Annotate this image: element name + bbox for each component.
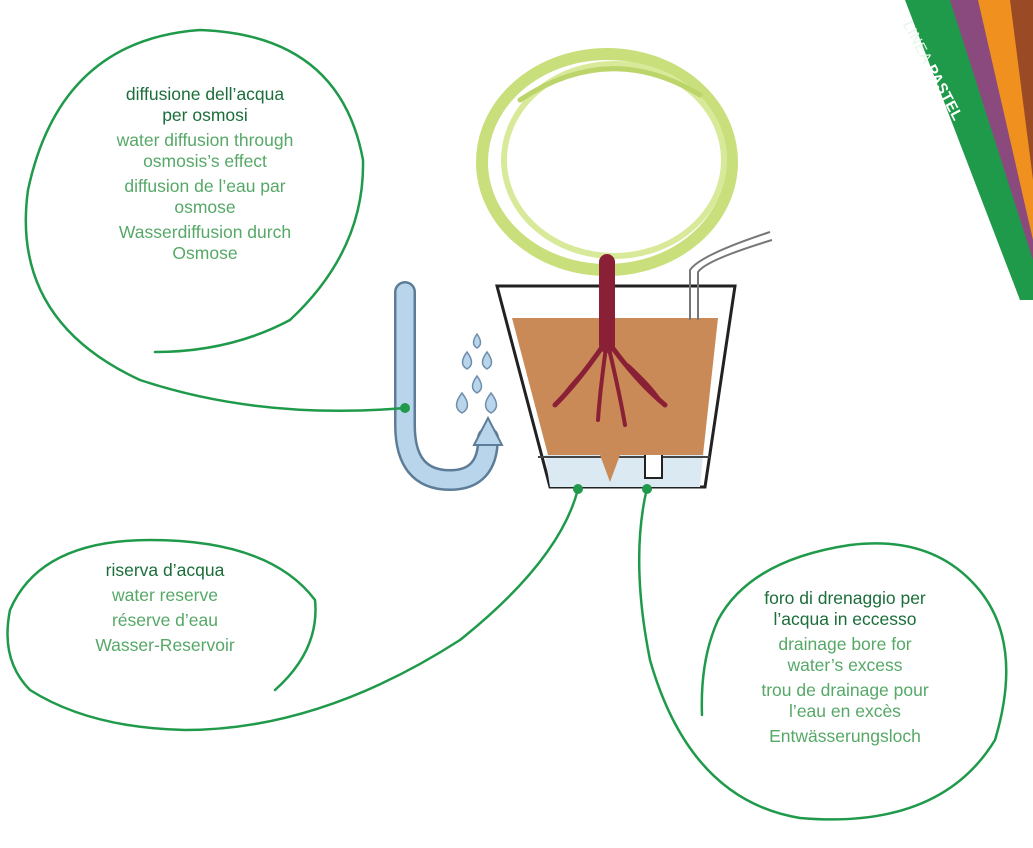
osmosis-en-line-1: water diffusion through <box>70 130 340 151</box>
reserve-en-line-1: water reserve <box>40 585 290 606</box>
osmosis-en-line-2: osmosis’s effect <box>70 151 340 172</box>
osmosis-fr-line-1: diffusion de l’eau par <box>70 176 340 197</box>
drainage-en-line-1: drainage bore for <box>700 634 990 655</box>
reserve-it-line-1: riserva d’acqua <box>40 560 290 581</box>
callout-reserve: riserva d’acqua water reserve réserve d’… <box>40 560 290 656</box>
reserve-fr-line-1: réserve d’eau <box>40 610 290 631</box>
drainage-it-line-1: foro di drenaggio per <box>700 588 990 609</box>
reserve-en: water reserve <box>40 585 290 606</box>
osmosis-it: diffusione dell’acqua per osmosi <box>70 84 340 126</box>
callout-osmosis: diffusione dell’acqua per osmosi water d… <box>70 84 340 264</box>
water-drops-icon <box>457 334 497 413</box>
drainage-it: foro di drenaggio per l’acqua in eccesso <box>700 588 990 630</box>
drainage-fr-line-2: l’eau en excès <box>700 701 990 722</box>
callout-drainage: foro di drenaggio per l’acqua in eccesso… <box>700 588 990 747</box>
reserve-de: Wasser-Reservoir <box>40 635 290 656</box>
drainage-de: Entwässerungsloch <box>700 726 990 747</box>
reserve-it: riserva d’acqua <box>40 560 290 581</box>
drainage-de-line-1: Entwässerungsloch <box>700 726 990 747</box>
osmosis-de-line-1: Wasserdiffusion durch <box>70 222 340 243</box>
osmosis-en: water diffusion through osmosis’s effect <box>70 130 340 172</box>
reserve-fr: réserve d’eau <box>40 610 290 631</box>
water-tube-icon <box>405 292 502 480</box>
osmosis-de: Wasserdiffusion durch Osmose <box>70 222 340 264</box>
callout-pointer-dot <box>573 484 583 494</box>
reserve-de-line-1: Wasser-Reservoir <box>40 635 290 656</box>
plant-leaves <box>482 54 732 270</box>
osmosis-it-line-1: diffusione dell’acqua <box>70 84 340 105</box>
osmosis-de-line-2: Osmose <box>70 243 340 264</box>
drainage-en: drainage bore for water’s excess <box>700 634 990 676</box>
drainage-it-line-2: l’acqua in eccesso <box>700 609 990 630</box>
osmosis-fr-line-2: osmose <box>70 197 340 218</box>
drainage-fr: trou de drainage pour l’eau en excès <box>700 680 990 722</box>
drainage-en-line-2: water’s excess <box>700 655 990 676</box>
drainage-fr-line-1: trou de drainage pour <box>700 680 990 701</box>
callout-pointer-dot <box>400 403 410 413</box>
osmosis-it-line-2: per osmosi <box>70 105 340 126</box>
osmosis-fr: diffusion de l’eau par osmose <box>70 176 340 218</box>
callout-pointer-dot <box>642 484 652 494</box>
